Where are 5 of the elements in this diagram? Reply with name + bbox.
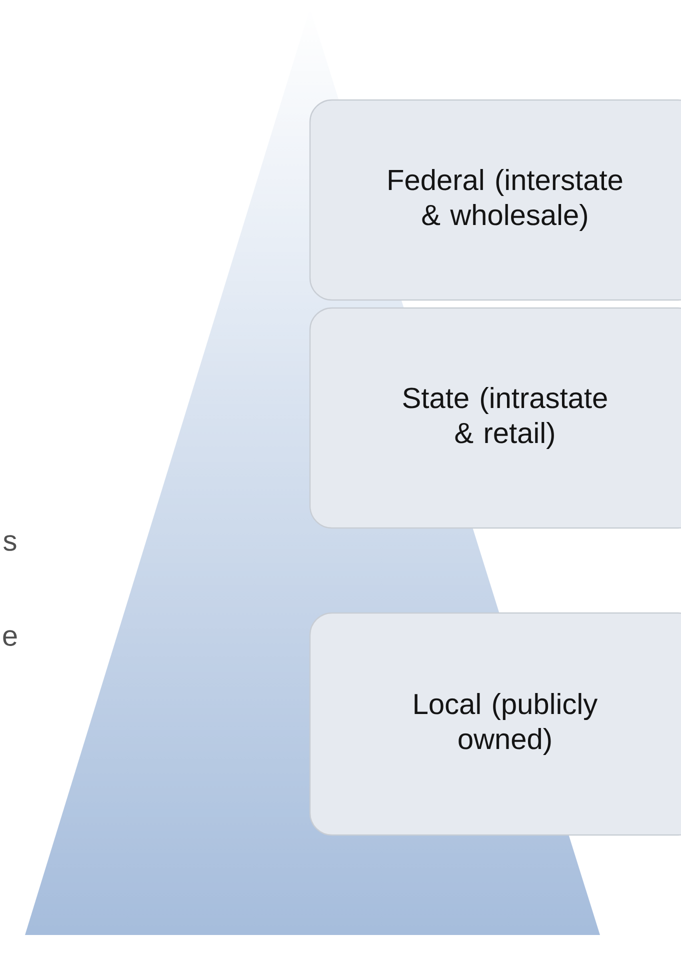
level-box: Local (publicly owned) <box>309 612 681 836</box>
cut-off-text: s <box>4 535 16 551</box>
level-box: State (intrastate & retail) <box>309 307 681 529</box>
level-box: Federal (interstate & wholesale) <box>309 99 681 301</box>
cut-off-text: e <box>3 630 17 646</box>
